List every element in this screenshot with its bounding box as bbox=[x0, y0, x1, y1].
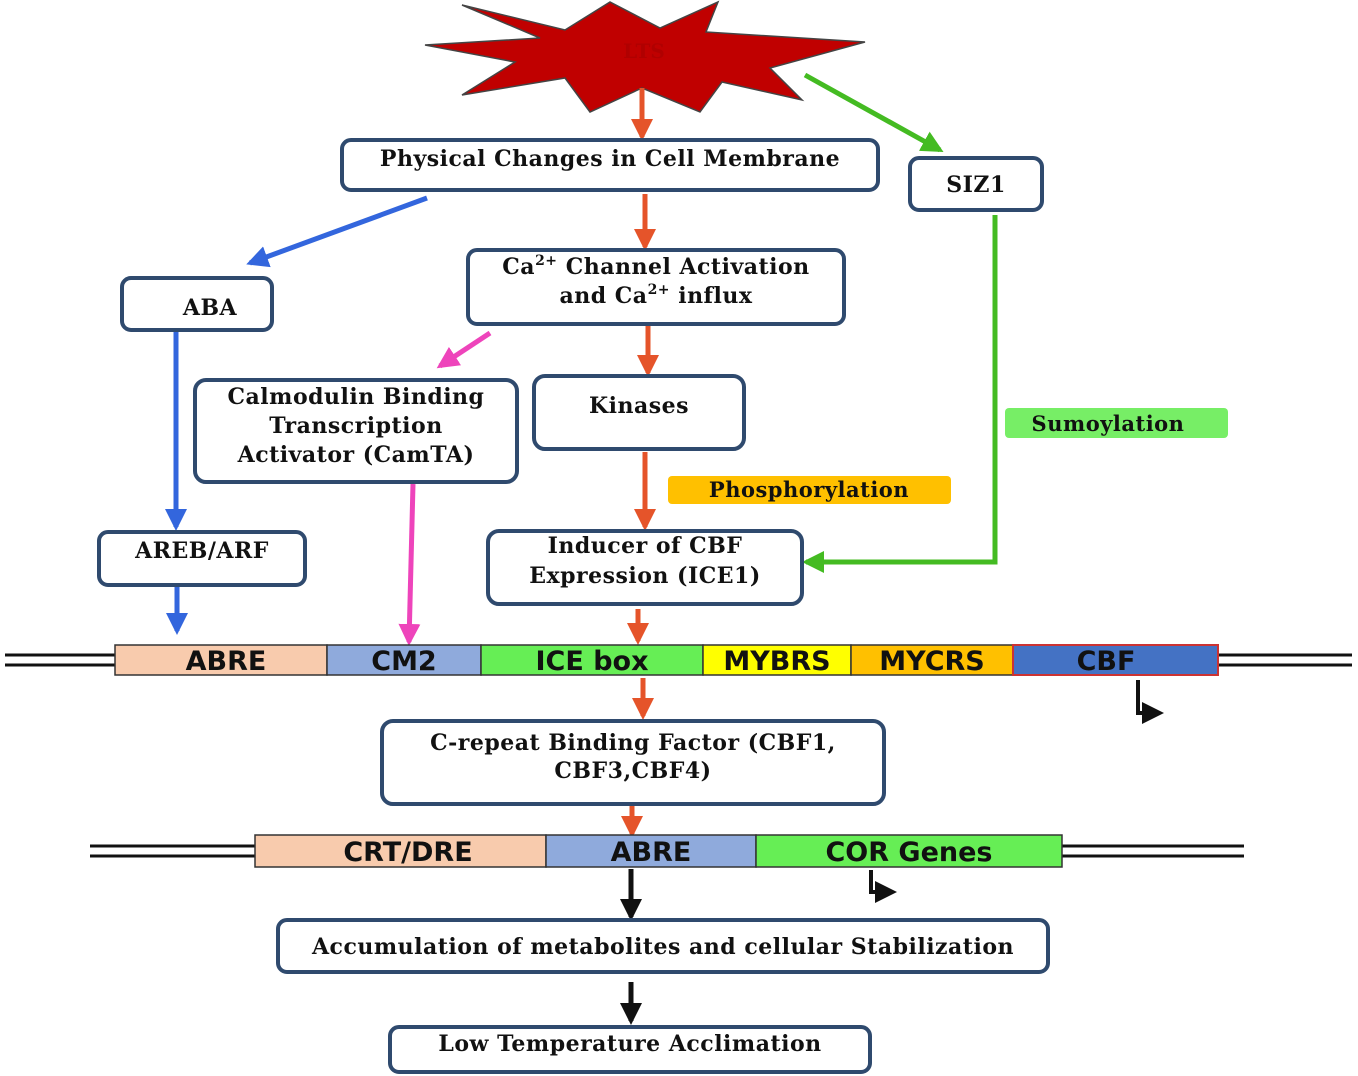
ice1-label-line1: Inducer of CBF bbox=[548, 533, 743, 559]
ca-line1-b: Channel Activation bbox=[558, 254, 810, 280]
ca-line2-sup: 2+ bbox=[648, 282, 670, 298]
transcription-start-arrow bbox=[869, 870, 897, 903]
cbf-factor-box bbox=[380, 719, 886, 806]
siz1-box bbox=[908, 156, 1044, 212]
cbf-factor-label-line2: CBF3,CBF4) bbox=[554, 758, 711, 784]
arrow-ca-to-camta bbox=[436, 330, 492, 369]
process-boxes: Physical Changes in Cell Membrane SIZ1 A… bbox=[97, 138, 1050, 1074]
promoter-cbf: ABRE CM2 ICE box MYBRS MYCRS CBF bbox=[5, 644, 1352, 724]
acclimation-box bbox=[388, 1025, 872, 1074]
accumulation-label: Accumulation of metabolites and cellular… bbox=[311, 934, 1014, 960]
arrow-siz1-to-ice1 bbox=[802, 215, 998, 573]
phosphorylation-tag bbox=[668, 476, 951, 504]
arrow-lts-to-siz1 bbox=[803, 72, 944, 153]
accumulation-box bbox=[276, 918, 1050, 974]
segment-ice-box-label: ICE box bbox=[536, 646, 649, 677]
lts-label: LTS bbox=[623, 39, 665, 63]
ca-line1-sup: 2+ bbox=[535, 253, 557, 269]
membrane-label: Physical Changes in Cell Membrane bbox=[380, 146, 840, 172]
segment-abre bbox=[114, 644, 328, 676]
segment-abre-label: ABRE bbox=[186, 646, 267, 677]
camta-label-line3: Activator (CamTA) bbox=[237, 442, 475, 468]
camta-box bbox=[193, 378, 519, 484]
transcription-start-arrow bbox=[1136, 680, 1164, 724]
kinases-box bbox=[532, 374, 746, 451]
segment-abre-2 bbox=[545, 834, 757, 868]
ca-line2-b: influx bbox=[670, 283, 753, 309]
camta-label-line1: Calmodulin Binding bbox=[228, 384, 485, 410]
promoter-cor: CRT/DRE ABRE COR Genes bbox=[90, 834, 1244, 903]
ca-box bbox=[466, 248, 846, 326]
ca-line1-a: Ca bbox=[502, 254, 535, 280]
arrows bbox=[165, 72, 998, 1025]
segment-mycrs bbox=[850, 644, 1014, 676]
segment-mybrs bbox=[702, 644, 852, 676]
segment-mycrs-label: MYCRS bbox=[879, 646, 985, 677]
acclimation-label: Low Temperature Acclimation bbox=[438, 1031, 821, 1057]
segment-ice-box bbox=[480, 644, 704, 676]
aba-label: ABA bbox=[182, 295, 238, 321]
segment-cor-genes-label: COR Genes bbox=[825, 837, 992, 868]
segment-cbf bbox=[1012, 644, 1219, 676]
ice1-label-line2: Expression (ICE1) bbox=[529, 563, 761, 589]
segment-crt-dre-label: CRT/DRE bbox=[343, 837, 472, 868]
arrow-membrane-to-aba bbox=[246, 195, 428, 268]
segment-cm2-label: CM2 bbox=[371, 646, 436, 677]
segment-cm2 bbox=[326, 644, 482, 676]
phosphorylation-label: Phosphorylation bbox=[709, 477, 909, 502]
starburst-shape bbox=[424, 0, 866, 113]
arrow-camta-to-cm2 bbox=[398, 483, 421, 646]
segment-crt-dre bbox=[254, 834, 547, 868]
lts-starburst: LTS bbox=[424, 0, 866, 113]
camta-label-line2: Transcription bbox=[269, 413, 442, 439]
areb-label: AREB/ARF bbox=[134, 538, 269, 564]
sumoylation-label: Sumoylation bbox=[1032, 411, 1185, 436]
segment-abre-2-label: ABRE bbox=[611, 837, 692, 868]
ice1-box bbox=[486, 529, 804, 606]
segment-mybrs-label: MYBRS bbox=[723, 646, 830, 677]
membrane-box bbox=[340, 138, 880, 192]
segment-cor-genes bbox=[755, 834, 1063, 868]
ca-label-line2: and Ca2+ influx bbox=[560, 282, 753, 309]
siz1-label: SIZ1 bbox=[946, 172, 1006, 198]
cbf-factor-label-line1: C-repeat Binding Factor (CBF1, bbox=[430, 730, 836, 756]
modification-tags: Phosphorylation Sumoylation bbox=[668, 408, 1228, 504]
kinases-label: Kinases bbox=[589, 393, 689, 419]
aba-box bbox=[120, 276, 274, 332]
sumoylation-tag bbox=[1005, 408, 1228, 438]
ca-line2-a: and Ca bbox=[560, 283, 648, 309]
areb-box bbox=[97, 530, 307, 587]
segment-cbf-label: CBF bbox=[1077, 646, 1136, 677]
ca-label-line1: Ca2+ Channel Activation bbox=[502, 253, 809, 280]
